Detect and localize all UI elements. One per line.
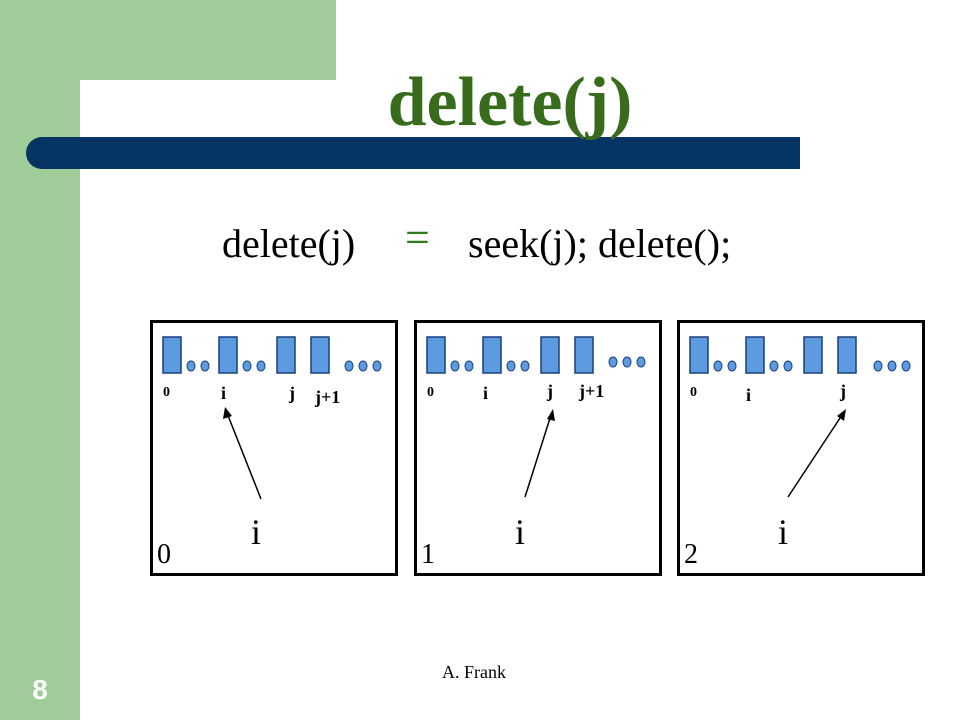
array-cell: [803, 336, 823, 374]
array-cell: [574, 336, 594, 374]
array-cell: [162, 336, 182, 374]
ellipsis-dot: [622, 356, 632, 368]
equals-sign: =: [405, 213, 430, 262]
ellipsis-dot: [186, 360, 196, 372]
ellipsis-dot: [713, 360, 723, 372]
ellipsis-dot: [901, 360, 911, 372]
equation-right: seek(j); delete();: [468, 221, 732, 266]
footer-author: A. Frank: [442, 662, 506, 682]
array-cell: [540, 336, 560, 374]
arrow-head: [547, 409, 555, 421]
equation-left: delete(j): [222, 221, 356, 266]
ellipsis-dot: [464, 360, 474, 372]
ellipsis-dot: [727, 360, 737, 372]
index-label: j: [840, 381, 846, 401]
ellipsis-dot: [506, 360, 516, 372]
ellipsis-dot: [372, 360, 382, 372]
panel-number: 1: [421, 539, 435, 570]
ellipsis-dot: [608, 356, 618, 368]
diagram-panel-0: 0 i j j+1 i 0: [150, 320, 398, 576]
index-label: i: [483, 383, 489, 403]
pointer-arrow: [226, 412, 262, 500]
index-label: 0: [163, 385, 170, 400]
array-cell: [218, 336, 238, 374]
ellipsis-dot: [783, 360, 793, 372]
slide-number: 8: [32, 674, 48, 705]
ellipsis-dot: [769, 360, 779, 372]
diagram-panel-1: 0 i j j+1 i 1: [414, 320, 662, 576]
pointer-label: i: [251, 512, 262, 552]
pointer-label: i: [778, 512, 789, 552]
ellipsis-dot: [358, 360, 368, 372]
array-cell: [426, 336, 446, 374]
ellipsis-dot: [200, 360, 210, 372]
ellipsis-dot: [344, 360, 354, 372]
index-label: j+1: [315, 387, 341, 407]
ellipsis-dot: [887, 360, 897, 372]
panel-2-array-drawing: [689, 336, 911, 498]
pointer-arrow: [787, 414, 843, 498]
ellipsis-dot: [873, 360, 883, 372]
index-label: j: [547, 381, 553, 401]
array-cell: [310, 336, 330, 374]
title-underline-bar: [26, 137, 800, 169]
pointer-arrow: [524, 414, 552, 498]
array-cell: [837, 336, 857, 374]
ellipsis-dot: [450, 360, 460, 372]
array-cell: [689, 336, 709, 374]
arrow-head: [223, 407, 232, 419]
index-label: i: [746, 385, 752, 405]
ellipsis-dot: [256, 360, 266, 372]
index-label: j: [289, 383, 295, 403]
ellipsis-dot: [520, 360, 530, 372]
arrow-head: [837, 409, 846, 421]
index-label: i: [221, 383, 227, 403]
diagram-panel-2: 0 i j i 2: [677, 320, 925, 576]
index-label: 0: [427, 385, 434, 400]
slide-title: delete(j): [387, 64, 633, 141]
ellipsis-dot: [636, 356, 646, 368]
left-green-band: [0, 0, 80, 720]
panel-0-array-drawing: [162, 336, 382, 500]
array-cell: [276, 336, 296, 374]
panel-number: 2: [684, 539, 698, 570]
panel-number: 0: [157, 539, 171, 570]
ellipsis-dot: [242, 360, 252, 372]
pointer-label: i: [515, 512, 526, 552]
array-cell: [482, 336, 502, 374]
index-label: 0: [690, 385, 697, 400]
top-green-block: [80, 0, 336, 80]
index-label: j+1: [579, 381, 605, 401]
array-cell: [745, 336, 765, 374]
equation: delete(j) = seek(j); delete();: [0, 212, 960, 272]
panel-1-array-drawing: [426, 336, 646, 498]
